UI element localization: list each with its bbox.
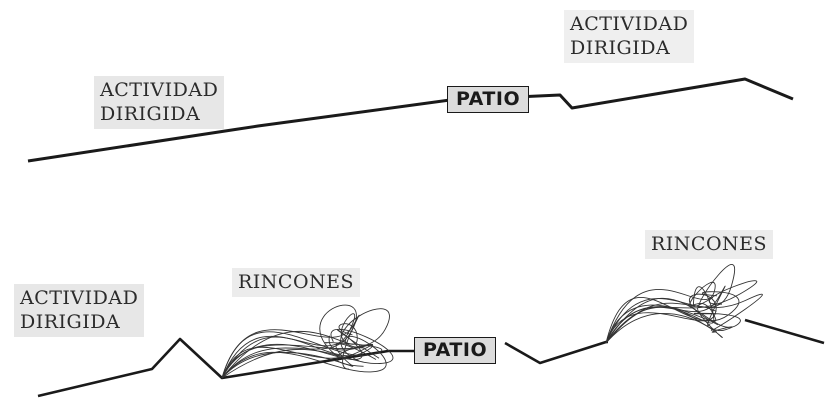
bottom-flow-line [37, 337, 418, 398]
label-line-1: ACTIVIDAD [100, 79, 219, 101]
bottom-flow-line-2 [504, 340, 608, 365]
scribble-stroke [605, 306, 723, 344]
scribble-stroke [221, 335, 387, 379]
patio-text: PATIO [456, 88, 521, 110]
rincones-text: RINCONES [238, 271, 355, 293]
rincones-text: RINCONES [651, 233, 768, 255]
label-line-2: DIRIGIDA [100, 103, 201, 125]
top-patio-box: PATIO [447, 86, 530, 113]
top-right-activity-label: ACTIVIDAD DIRIGIDA [564, 10, 695, 63]
patio-text: PATIO [423, 339, 488, 361]
scribble-stroke [605, 280, 758, 344]
label-line-2: DIRIGIDA [570, 37, 671, 59]
scribble-stroke [605, 264, 736, 344]
scribble-stroke [221, 331, 382, 379]
scribble-stroke [605, 285, 726, 344]
label-line-1: ACTIVIDAD [570, 13, 689, 35]
label-line-2: DIRIGIDA [20, 311, 121, 333]
label-line-1: ACTIVIDAD [20, 287, 139, 309]
scribble-stroke [605, 293, 719, 344]
bottom-patio-box: PATIO [414, 337, 497, 364]
scribble-stroke [221, 328, 394, 379]
scribble-stroke [221, 335, 373, 379]
rincones-scribble-2 [605, 264, 763, 344]
bottom-left-activity-label: ACTIVIDAD DIRIGIDA [14, 284, 145, 337]
scribble-stroke [605, 281, 716, 344]
scribble-stroke [221, 308, 390, 379]
bottom-rincones-label-2: RINCONES [645, 230, 774, 259]
scribble-stroke [605, 298, 741, 344]
bottom-rincones-label-1: RINCONES [232, 268, 361, 297]
scribble-stroke [605, 293, 763, 344]
scribble-stroke [605, 306, 733, 344]
rincones-scribble-1 [221, 304, 394, 379]
scribble-stroke [221, 315, 360, 379]
top-flow-line [27, 77, 794, 163]
top-left-activity-label: ACTIVIDAD DIRIGIDA [94, 76, 225, 129]
bottom-flow-line-3 [744, 318, 825, 345]
scribble-stroke [605, 286, 715, 344]
scribble-stroke [221, 329, 380, 379]
scribble-stroke [221, 323, 358, 379]
